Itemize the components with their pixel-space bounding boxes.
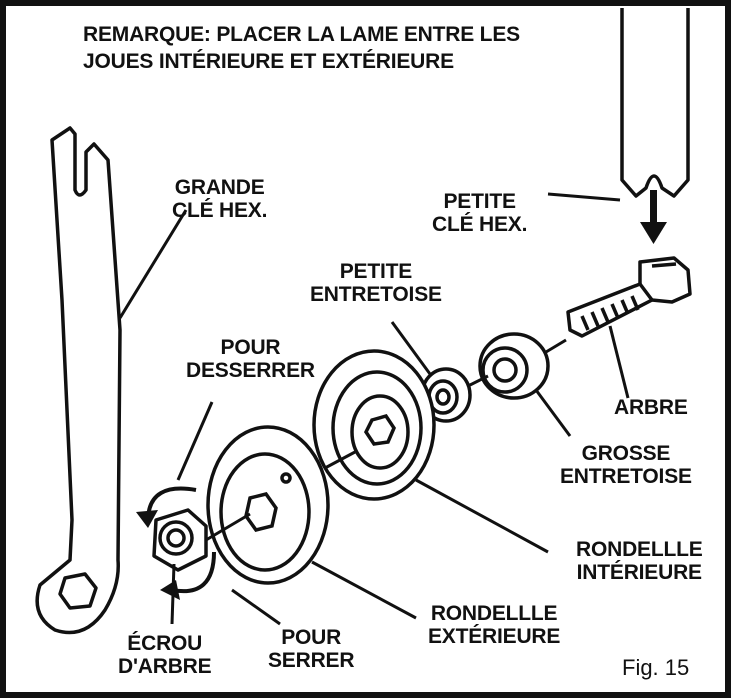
label-line: POUR — [220, 336, 281, 359]
wrench-hex-hole — [58, 572, 98, 610]
label-line: RONDELLLE — [430, 602, 558, 625]
label-arbre: ARBRE — [614, 396, 688, 419]
label-line: CLÉ HEX. — [172, 199, 268, 222]
down-arrow — [640, 190, 667, 244]
label-petite-entretoise: PETITE ENTRETOISE — [310, 260, 442, 306]
label-line: EXTÉRIEURE — [428, 625, 561, 648]
label-pour-serrer: POUR SERRER — [268, 626, 355, 672]
label-line: ÉCROU — [127, 632, 203, 655]
label-line: POUR — [281, 626, 342, 649]
label-grande-cle-hex: GRANDE CLÉ HEX. — [172, 176, 267, 222]
outer-washer — [206, 425, 330, 585]
note-line-1: REMARQUE: PLACER LA LAME ENTRE LES — [83, 23, 520, 46]
small-hex-wrench — [620, 8, 690, 198]
label-line: CLÉ HEX. — [432, 213, 528, 236]
note-line-2: JOUES INTÉRIEURE ET EXTÉRIEURE — [83, 50, 454, 73]
label-line: PETITE — [443, 190, 516, 213]
label-petite-cle-hex: PETITE CLÉ HEX. — [432, 190, 527, 236]
label-line: ENTRETOISE — [310, 283, 442, 306]
assembly-axis-line — [205, 338, 567, 542]
large-hex-wrench — [35, 126, 122, 635]
arbor-nut — [152, 508, 208, 572]
label-rondelle-exterieure: RONDELLLE EXTÉRIEURE — [428, 602, 560, 648]
label-line: INTÉRIEURE — [576, 561, 702, 584]
label-line: GROSSE — [581, 442, 671, 465]
label-rondelle-interieure: RONDELLLE INTÉRIEURE — [576, 538, 703, 584]
large-spacer — [478, 332, 550, 400]
label-ecrou-arbre: ÉCROU D'ARBRE — [118, 632, 212, 678]
inner-washer — [312, 349, 436, 501]
note-text: REMARQUE: PLACER LA LAME ENTRE LES JOUES… — [83, 21, 520, 75]
arbor-bolt — [566, 256, 692, 338]
label-line: ENTRETOISE — [560, 465, 692, 488]
label-line: DESSERRER — [186, 359, 315, 382]
leader-lines — [118, 192, 630, 626]
label-line: SERRER — [268, 649, 355, 672]
loosen-rotation-arrow — [136, 486, 197, 528]
figure-number: Fig. 15 — [622, 655, 690, 680]
label-line: GRANDE — [174, 176, 265, 199]
label-line: D'ARBRE — [118, 655, 212, 678]
label-line: PETITE — [339, 260, 413, 283]
label-grosse-entretoise: GROSSE ENTRETOISE — [560, 442, 692, 488]
tighten-rotation-arrow — [160, 551, 216, 600]
label-pour-desserrer: POUR DESSERRER — [186, 336, 315, 382]
label-line: RONDELLLE — [576, 538, 703, 561]
